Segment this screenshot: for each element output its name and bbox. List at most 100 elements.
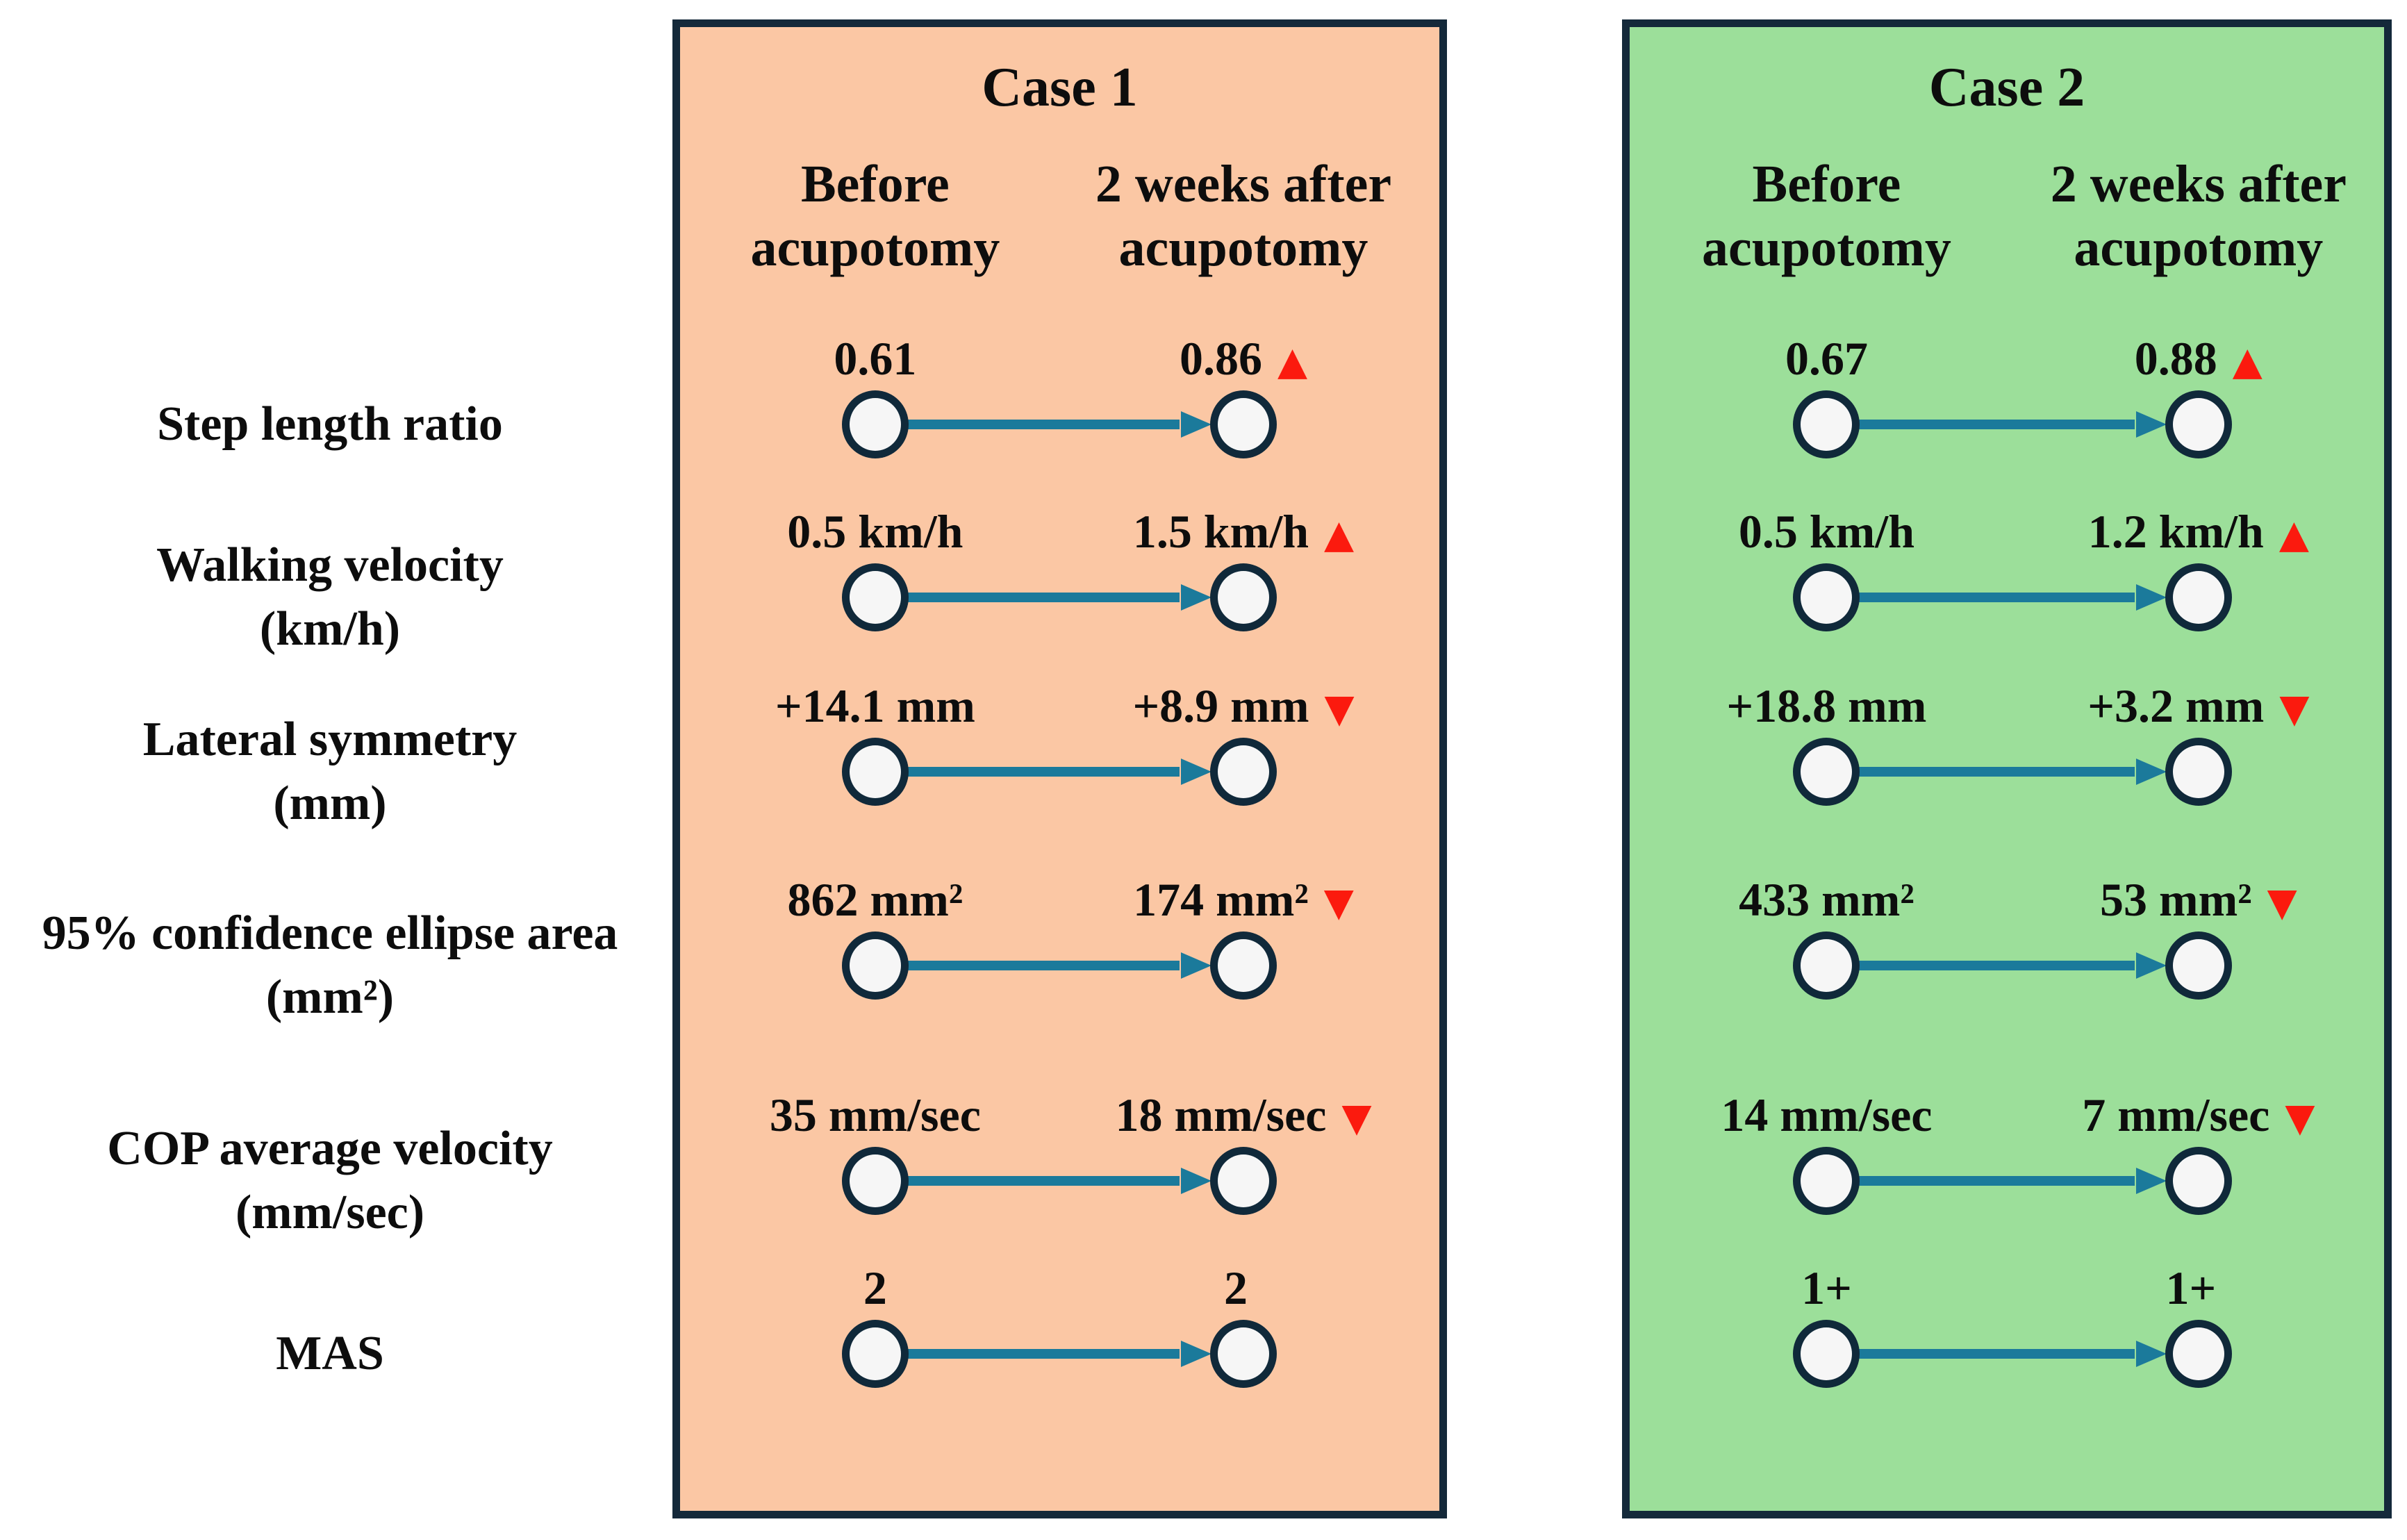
before-node-circle xyxy=(841,932,909,1000)
before-node-circle xyxy=(1793,738,1860,806)
after-value-group: +3.2 mm▼ xyxy=(1990,674,2407,740)
row-label-mas: MAS xyxy=(0,1322,660,1386)
after-value: 18 mm/sec xyxy=(1115,1088,1327,1141)
before-value: 433 mm² xyxy=(1739,873,1914,926)
trend-down-icon: ▼ xyxy=(1324,686,1355,731)
after-value-group: 1.5 km/h ▲ xyxy=(1035,500,1452,566)
after-node-circle xyxy=(1210,932,1277,1000)
before-node-circle xyxy=(1793,932,1860,1000)
case2-row-cop-average-velocity: 14 mm/sec 7 mm/sec ▼ xyxy=(1630,1084,2384,1223)
before-node-circle xyxy=(841,738,909,806)
before-node-circle xyxy=(841,390,909,458)
after-value: 1.5 km/h xyxy=(1132,505,1309,558)
after-value: 53 mm² xyxy=(2099,873,2252,926)
before-value: 0.5 km/h xyxy=(787,505,963,558)
case1-row-walking-velocity: 0.5 km/h 1.5 km/h ▲ xyxy=(680,500,1439,639)
arrow-line xyxy=(1854,1349,2135,1359)
row-label-walking-velocity: Walking velocity (km/h) xyxy=(0,533,660,661)
after-value: 2 xyxy=(1224,1261,1248,1314)
case2-after-column-header: 2 weeks after acupotomy xyxy=(2050,155,2347,277)
after-value-group: 0.88 ▲ xyxy=(1990,327,2407,393)
case1-panel: Case 1 Before acupotomy 2 weeks after ac… xyxy=(672,19,1447,1518)
after-value-group: 0.86 ▲ xyxy=(1035,327,1452,393)
row-label-line: (mm/sec) xyxy=(235,1186,425,1239)
after-value-group: 7 mm/sec ▼ xyxy=(1990,1084,2407,1150)
before-node-circle xyxy=(1793,390,1860,458)
trend-down-icon: ▼ xyxy=(2279,686,2310,731)
before-value: 0.61 xyxy=(834,332,917,385)
arrow-head-icon xyxy=(2135,952,2167,979)
after-value: 0.88 xyxy=(2134,332,2217,385)
arrow-line xyxy=(902,961,1180,970)
arrow-head-icon xyxy=(2135,759,2167,785)
after-value-group: 18 mm/sec▼ xyxy=(1035,1084,1452,1150)
case1-row-cop-average-velocity: 35 mm/sec 18 mm/sec▼ xyxy=(680,1084,1439,1223)
case2-row-lateral-symmetry: +18.8 mm +3.2 mm▼ xyxy=(1630,674,2384,813)
arrow-line xyxy=(902,593,1180,602)
trend-down-icon: ▼ xyxy=(2285,1095,2315,1141)
before-value: +18.8 mm xyxy=(1726,679,1927,732)
after-value: 174 mm² xyxy=(1133,873,1309,926)
after-value: 0.86 xyxy=(1179,332,1262,385)
arrow-line xyxy=(1854,1176,2135,1186)
after-value-group: 2 xyxy=(1035,1257,1452,1323)
case1-before-column-header: Before acupotomy xyxy=(750,155,1000,277)
case2-panel: Case 2 Before acupotomy 2 weeks after ac… xyxy=(1622,19,2392,1518)
trend-down-icon: ▼ xyxy=(1323,880,1354,925)
arrow-line xyxy=(902,1349,1180,1359)
row-label-line: (mm²) xyxy=(265,970,395,1024)
after-node-circle xyxy=(2165,1320,2232,1388)
before-value: 35 mm/sec xyxy=(769,1088,981,1141)
arrow-head-icon xyxy=(2135,1341,2167,1367)
before-value: 14 mm/sec xyxy=(1721,1088,1933,1141)
after-node-circle xyxy=(2165,932,2232,1000)
after-value-group: 174 mm² ▼ xyxy=(1035,868,1452,934)
before-value: +14.1 mm xyxy=(775,679,975,732)
case1-row-step-length-ratio: 0.61 0.86 ▲ xyxy=(680,327,1439,466)
after-value-group: 1.2 km/h▲ xyxy=(1990,500,2407,566)
case1-row-mas: 2 2 xyxy=(680,1257,1439,1396)
case1-after-column-header: 2 weeks after acupotomy xyxy=(1095,155,1392,277)
after-value-group: 53 mm² ▼ xyxy=(1990,868,2407,934)
case2-row-step-length-ratio: 0.67 0.88 ▲ xyxy=(1630,327,2384,466)
case2-before-column-header: Before acupotomy xyxy=(1701,155,1951,277)
after-value-group: 1+ xyxy=(1990,1257,2407,1323)
trend-up-icon: ▲ xyxy=(1324,512,1355,557)
before-value: 2 xyxy=(863,1261,887,1314)
trend-down-icon: ▼ xyxy=(2267,880,2297,925)
arrow-head-icon xyxy=(1181,1168,1211,1194)
case1-panel-title: Case 1 xyxy=(982,57,1138,118)
after-value: 7 mm/sec xyxy=(2082,1088,2270,1141)
trend-up-icon: ▲ xyxy=(2278,512,2309,557)
arrow-line xyxy=(902,767,1180,777)
row-label-lateral-symmetry: Lateral symmetry (mm) xyxy=(0,708,660,836)
before-value: 0.67 xyxy=(1785,332,1868,385)
arrow-line xyxy=(1854,593,2135,602)
row-label-line: MAS xyxy=(276,1327,384,1380)
arrow-head-icon xyxy=(2135,584,2167,611)
arrow-head-icon xyxy=(1181,759,1211,785)
before-node-circle xyxy=(1793,563,1860,631)
arrow-line xyxy=(902,420,1180,429)
after-node-circle xyxy=(1210,563,1277,631)
before-value: 0.5 km/h xyxy=(1738,505,1915,558)
trend-up-icon: ▲ xyxy=(2232,339,2263,384)
after-node-circle xyxy=(1210,1147,1277,1215)
after-node-circle xyxy=(1210,1320,1277,1388)
arrow-line xyxy=(1854,767,2135,777)
before-value: 862 mm² xyxy=(787,873,963,926)
arrow-head-icon xyxy=(1181,584,1211,611)
arrow-line xyxy=(1854,961,2135,970)
trend-up-icon: ▲ xyxy=(1277,339,1308,384)
arrow-head-icon xyxy=(1181,952,1211,979)
row-label-line: (mm) xyxy=(273,777,387,830)
after-value: +8.9 mm xyxy=(1132,679,1309,732)
row-label-cop-average-velocity: COP average velocity (mm/sec) xyxy=(0,1117,660,1245)
row-label-line: Walking velocity xyxy=(156,538,504,592)
before-node-circle xyxy=(841,1320,909,1388)
after-node-circle xyxy=(1210,390,1277,458)
before-node-circle xyxy=(841,563,909,631)
case1-row-confidence-ellipse-area: 862 mm² 174 mm² ▼ xyxy=(680,868,1439,1007)
arrow-head-icon xyxy=(2135,411,2167,438)
